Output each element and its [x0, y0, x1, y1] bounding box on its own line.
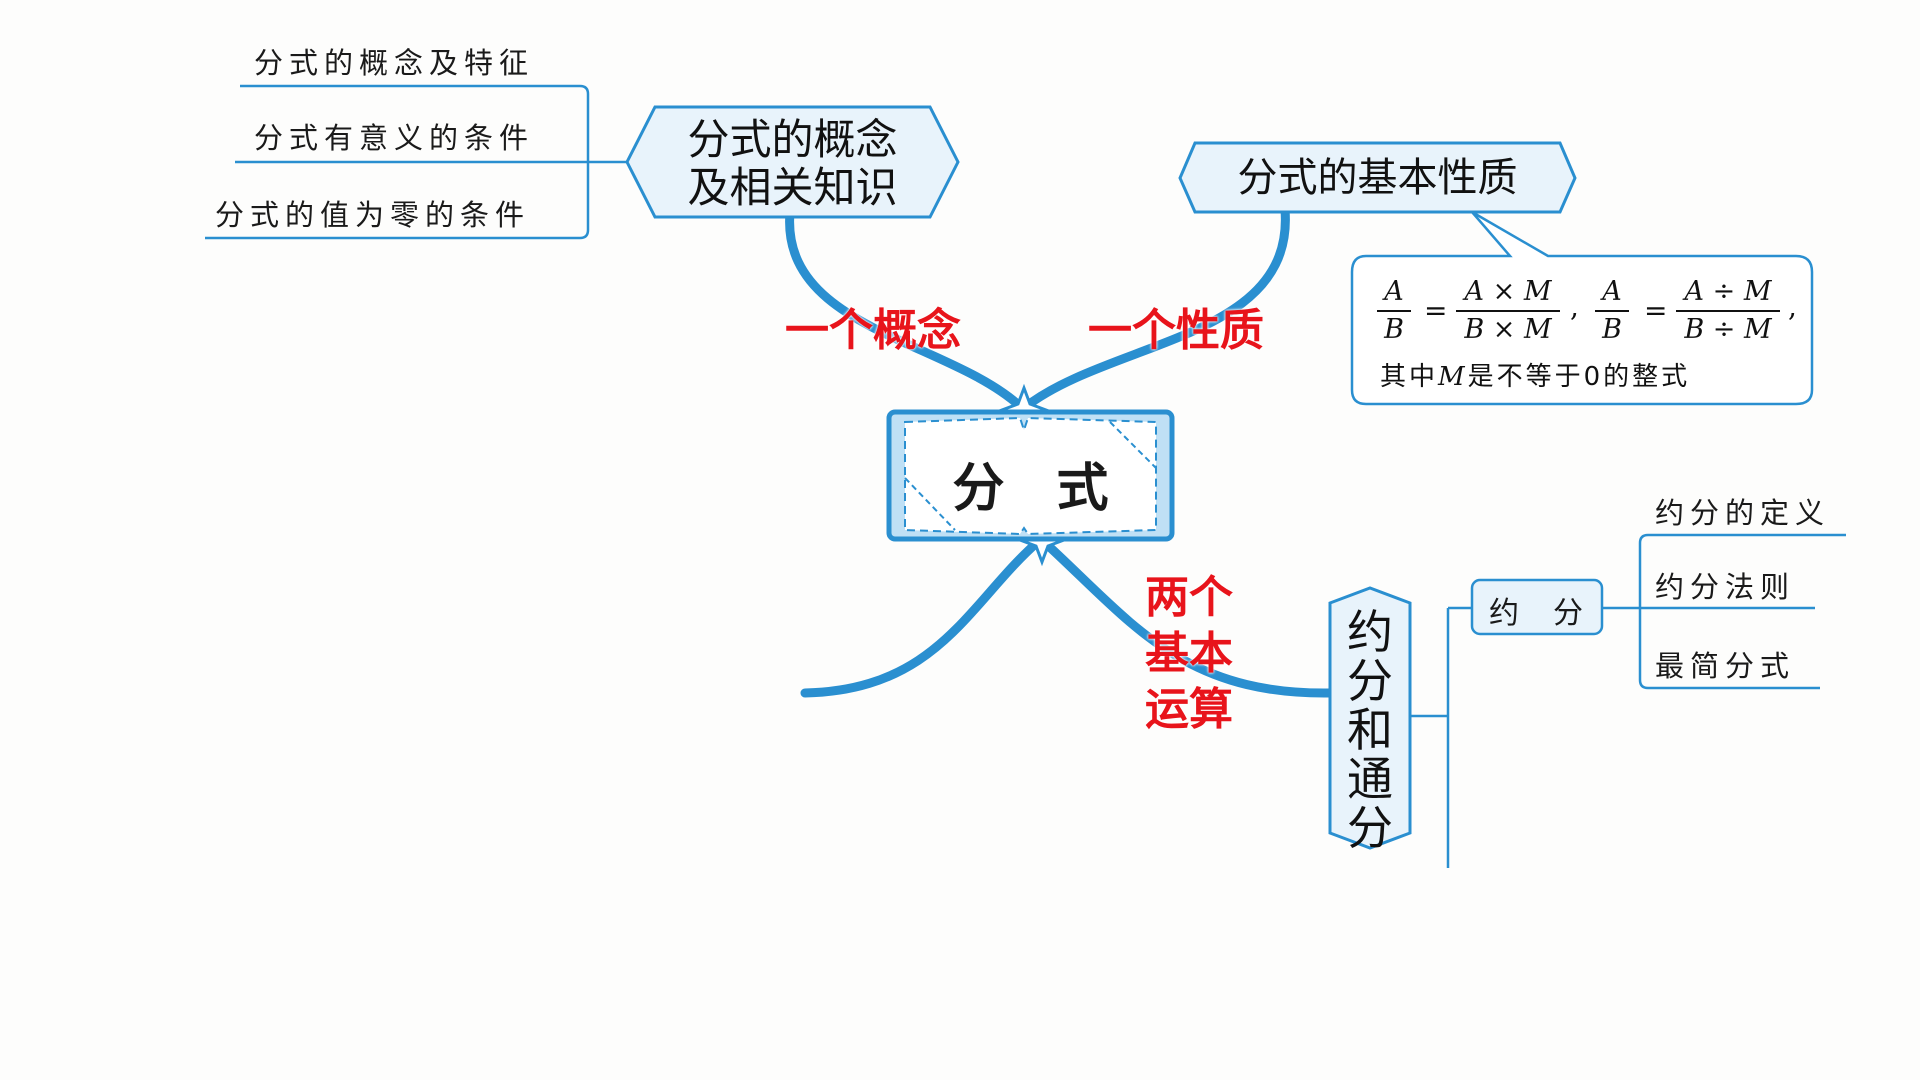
frac4-numerator: A ÷ M	[1684, 276, 1772, 307]
comma-2: ,	[1788, 290, 1797, 323]
yuefen-item-1: 约分的定义	[1655, 496, 1831, 530]
label-one-property: 一个性质	[1088, 305, 1264, 356]
left-node-title-line2: 及相关知识	[687, 163, 898, 212]
branch-right-lower	[1037, 535, 1335, 698]
bottom-node-title: 约分和通分	[1347, 605, 1393, 855]
yuefen-item-2: 约分法则	[1655, 570, 1796, 604]
frac3-denominator: B	[1602, 314, 1622, 345]
fraction-adm-over-bdm: A ÷ M B ÷ M	[1674, 274, 1782, 348]
center-book-corner-right	[1109, 421, 1157, 469]
branch-left-upper	[785, 207, 1027, 413]
center-title: 分 式	[952, 458, 1109, 519]
right-bracket	[1602, 533, 1846, 690]
formula-note: 其中M是不等于0的整式	[1380, 356, 1690, 393]
label-one-concept: 一个概念	[785, 305, 961, 356]
formula-callout	[1350, 210, 1814, 406]
left-item-2: 分式有意义的条件	[254, 121, 535, 155]
note-after: 是不等于0的整式	[1467, 362, 1691, 392]
fraction-a-over-b: A B	[1374, 274, 1414, 348]
equals-sign-2: =	[1644, 294, 1668, 327]
left-bracket	[205, 84, 627, 240]
fraction-am-over-bm: A × M B × M	[1454, 274, 1562, 348]
property-formula: A B = A × M B × M , A B = A ÷ M B ÷ M , …	[1352, 256, 1810, 404]
bottom-node-hexagon	[1328, 586, 1412, 850]
frac4-denominator: B ÷ M	[1684, 314, 1772, 345]
sub-node-label: 约 分	[1489, 596, 1585, 631]
frac1-denominator: B	[1384, 314, 1404, 345]
label-ops-line3: 运算	[1145, 684, 1233, 735]
comma-1: ,	[1570, 290, 1579, 323]
yuefen-item-3: 最简分式	[1655, 649, 1796, 683]
right-node-hexagon	[1178, 141, 1577, 214]
left-node-title-line1: 分式的概念	[687, 115, 898, 164]
label-two-operations: 两个 基本 运算	[1145, 570, 1233, 738]
label-ops-line2: 基本	[1145, 628, 1233, 679]
frac1-numerator: A	[1384, 276, 1404, 307]
bottom-connector	[1410, 606, 1472, 868]
left-node-title: 分式的概念 及相关知识	[655, 116, 930, 212]
note-var: M	[1438, 362, 1468, 392]
left-item-3: 分式的值为零的条件	[215, 198, 531, 232]
label-ops-line1: 两个	[1145, 572, 1233, 623]
center-book-pages	[904, 416, 1157, 536]
equals-sign-1: =	[1424, 294, 1448, 327]
note-before: 其中	[1380, 362, 1439, 392]
frac2-numerator: A × M	[1464, 276, 1552, 307]
center-book-corner-left	[904, 477, 956, 531]
branch-right-upper	[1019, 205, 1290, 413]
left-item-1: 分式的概念及特征	[254, 46, 535, 80]
fraction-a-over-b-2: A B	[1592, 274, 1632, 348]
branch-left-lower	[800, 535, 1045, 698]
frac3-numerator: A	[1602, 276, 1622, 307]
frac2-denominator: B × M	[1464, 314, 1552, 345]
right-node-title: 分式的基本性质	[1237, 155, 1518, 201]
